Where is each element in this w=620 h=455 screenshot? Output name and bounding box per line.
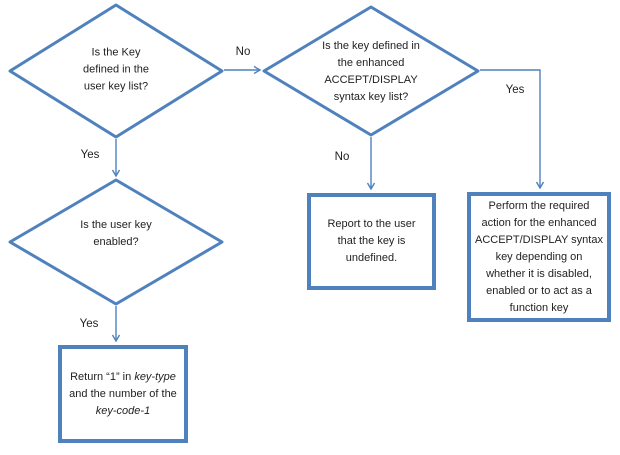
process-text-return-key-type: Return “1” in key-type and the number of… — [69, 370, 177, 417]
process-text-perform-enhanced-action: Perform the required action for the enha… — [475, 199, 603, 314]
edge-label-no-middle: No — [334, 151, 350, 163]
edge-label-yes-right: Yes — [505, 84, 525, 96]
decision-text-user-key-defined: Is the Key defined in the user key list? — [82, 46, 150, 93]
process-box-report-undefined: Report to the user that the key is undef… — [307, 193, 436, 290]
process-box-perform-enhanced-action: Perform the required action for the enha… — [467, 192, 611, 322]
decision-text-enhanced-key-defined: Is the key defined in the enhanced ACCEP… — [322, 40, 420, 103]
edge-label-no-top: No — [235, 46, 251, 58]
process-text-report-undefined: Report to the user that the key is undef… — [327, 218, 416, 264]
edge-label-yes-left: Yes — [80, 149, 100, 161]
decision-diamond-user-key-defined — [8, 3, 224, 139]
process-box-return-key-type: Return “1” in key-type and the number of… — [58, 345, 188, 443]
decision-diamond-enhanced-key-defined — [262, 5, 480, 137]
decision-text-user-key-enabled: Is the user key enabled? — [80, 219, 152, 248]
edge-label-yes-bottom: Yes — [79, 318, 99, 330]
decision-diamond-user-key-enabled — [8, 178, 224, 306]
connector-yes-to-perform-box — [480, 69, 545, 190]
